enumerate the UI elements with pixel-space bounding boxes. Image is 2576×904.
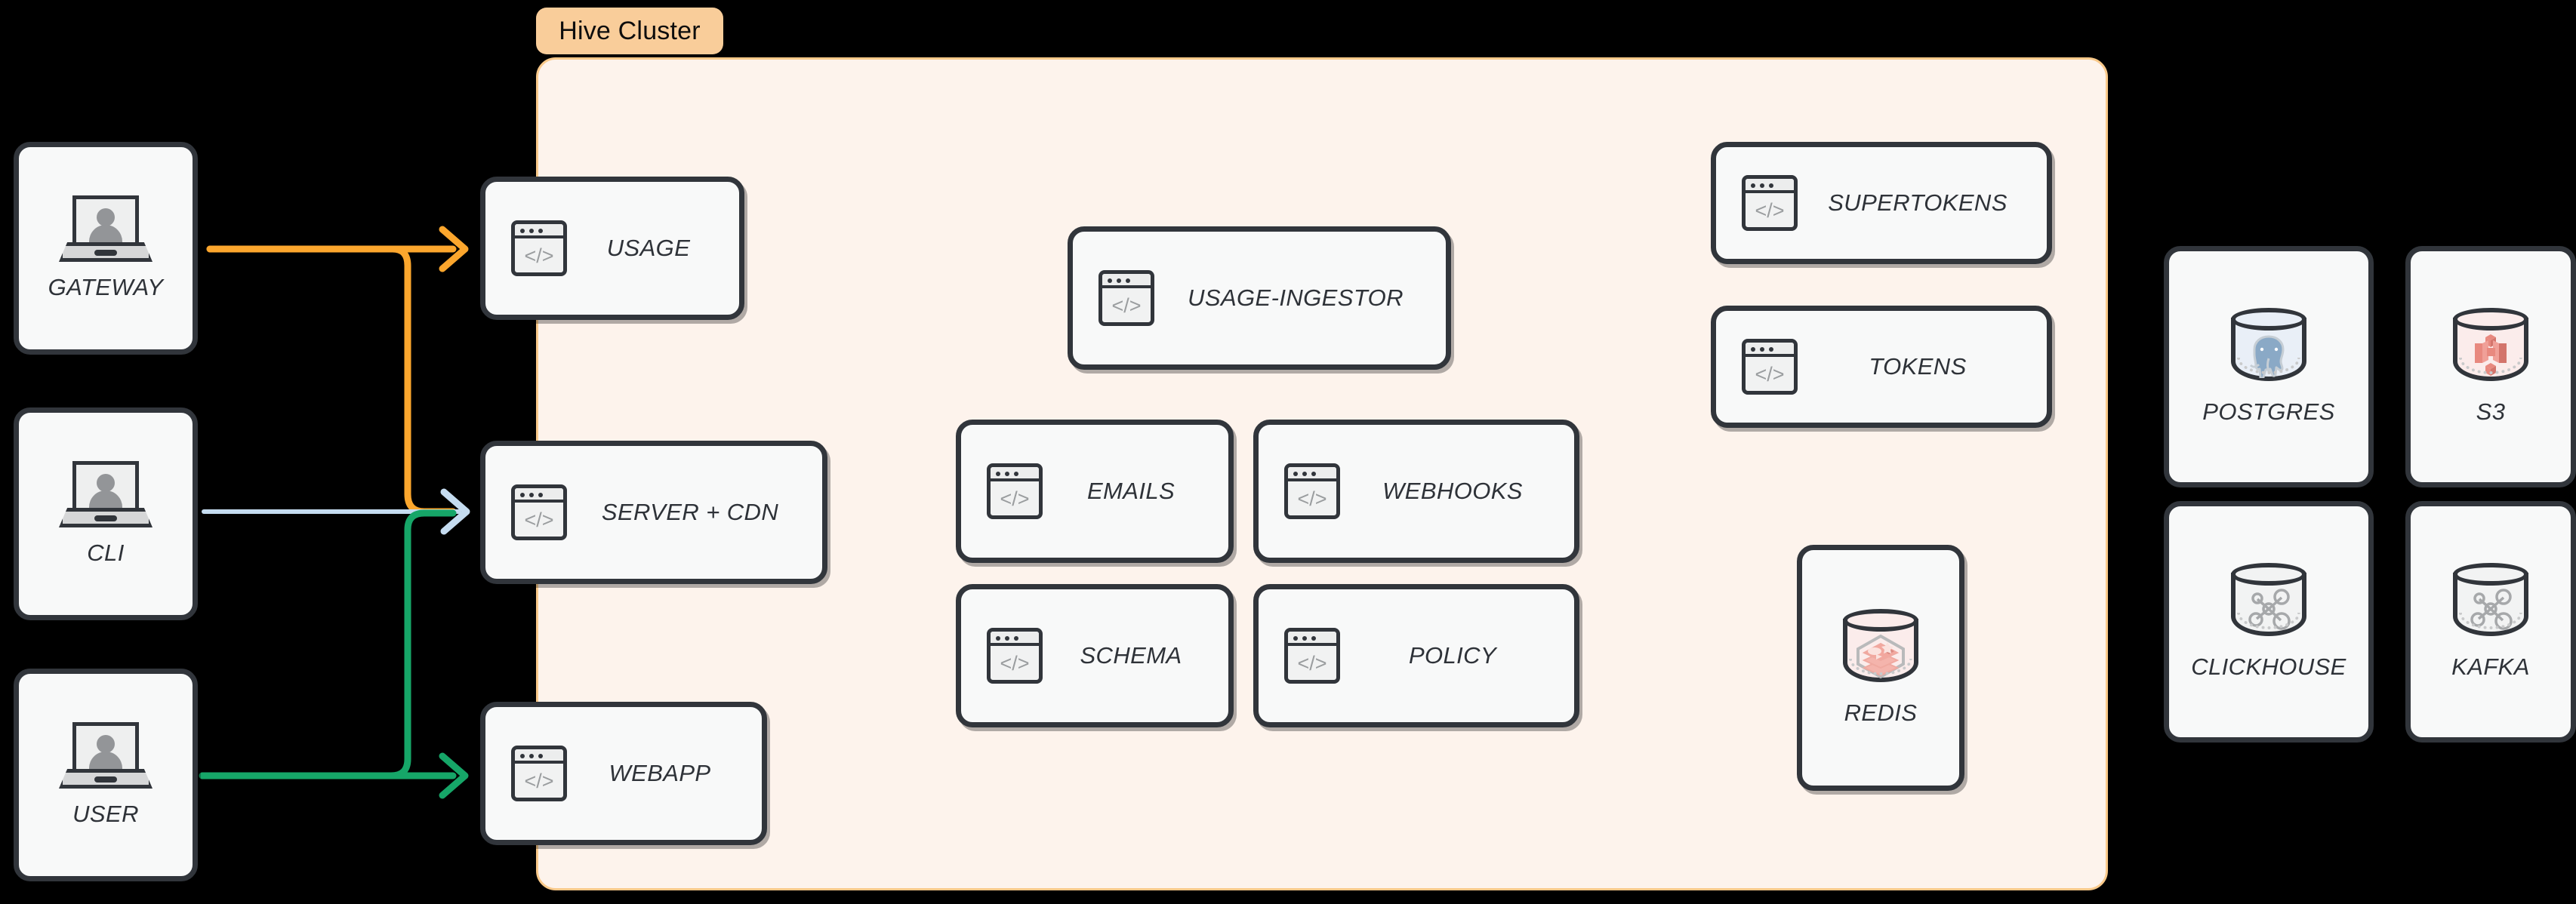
service-label-supertokens: SUPERTOKENS	[1828, 189, 2007, 216]
service-label-usage-ingestor: USAGE-INGESTOR	[1188, 284, 1404, 311]
code-window-glyph: </>	[1000, 487, 1030, 510]
client-card-cli[interactable]: CLI	[14, 407, 198, 620]
store-label-redis: REDIS	[1844, 700, 1918, 726]
client-label-gateway: GATEWAY	[48, 274, 164, 300]
client-label-user: USER	[72, 801, 139, 827]
arrowhead-gateway-usage	[439, 226, 469, 272]
service-card-supertokens[interactable]: </> SUPERTOKENS	[1711, 142, 2052, 264]
store-label-kafka: KAFKA	[2451, 653, 2530, 680]
code-window-glyph: </>	[1755, 199, 1785, 222]
code-window-icon: </>	[511, 746, 567, 801]
service-card-webhooks[interactable]: </> WEBHOOKS	[1253, 420, 1579, 563]
code-window-icon: </>	[987, 628, 1043, 684]
code-window-icon: </>	[511, 220, 567, 276]
code-window-icon: </>	[1742, 175, 1798, 231]
code-window-icon: </>	[987, 463, 1043, 519]
store-label-postgres: POSTGRES	[2202, 398, 2335, 425]
client-label-cli: CLI	[87, 540, 125, 566]
store-label-clickhouse: CLICKHOUSE	[2191, 653, 2346, 680]
store-card-postgres[interactable]: POSTGRES	[2164, 246, 2374, 487]
code-window-glyph: </>	[1755, 363, 1785, 386]
redis-logo-icon	[1840, 626, 1921, 687]
code-window-glyph: </>	[524, 244, 554, 267]
kafka-cylinder-icon	[2450, 563, 2531, 641]
code-window-icon: </>	[1284, 463, 1340, 519]
service-label-webhooks: WEBHOOKS	[1382, 478, 1523, 504]
code-window-glyph: </>	[1297, 487, 1327, 510]
service-card-usage-ingestor[interactable]: </> USAGE-INGESTOR	[1068, 226, 1451, 370]
code-window-icon: </>	[1284, 628, 1340, 684]
code-window-icon: </>	[1098, 270, 1154, 326]
service-label-server-cdn: SERVER + CDN	[601, 499, 779, 525]
code-window-glyph: </>	[1111, 294, 1142, 317]
client-card-user[interactable]: USER	[14, 669, 198, 881]
service-label-tokens: TOKENS	[1869, 353, 1967, 380]
service-label-webapp: WEBAPP	[609, 760, 711, 786]
service-label-usage: USAGE	[606, 235, 691, 261]
service-card-tokens[interactable]: </> TOKENS	[1711, 306, 2052, 428]
store-card-s3[interactable]: S3	[2405, 246, 2576, 487]
service-label-policy: POLICY	[1408, 642, 1497, 669]
laptop-user-icon	[59, 195, 153, 262]
laptop-user-icon	[59, 461, 153, 527]
postgres-cylinder-icon	[2228, 308, 2309, 386]
connector-user	[199, 509, 457, 779]
hive-cluster-badge-label: Hive Cluster	[559, 16, 701, 45]
connector-gateway	[206, 245, 457, 515]
service-card-schema[interactable]: </> SCHEMA	[956, 584, 1234, 727]
arrowhead-cli-server	[440, 488, 470, 535]
code-window-glyph: </>	[524, 770, 554, 792]
s3-blocks-icon	[2450, 324, 2531, 386]
hive-cluster-badge: Hive Cluster	[536, 8, 723, 54]
service-card-policy[interactable]: </> POLICY	[1253, 584, 1579, 727]
code-window-glyph: </>	[1297, 652, 1327, 675]
store-card-redis[interactable]: REDIS	[1797, 545, 1964, 791]
code-window-glyph: </>	[1000, 652, 1030, 675]
code-window-glyph: </>	[524, 509, 554, 531]
service-card-server-cdn[interactable]: </> SERVER + CDN	[480, 441, 827, 584]
client-card-gateway[interactable]: GATEWAY	[14, 142, 198, 355]
code-window-icon: </>	[1742, 339, 1798, 395]
clickhouse-cylinder-icon	[2228, 563, 2309, 641]
service-card-usage[interactable]: </> USAGE	[480, 177, 744, 320]
service-card-webapp[interactable]: </> WEBAPP	[480, 702, 767, 845]
s3-cylinder-icon	[2450, 308, 2531, 386]
store-card-clickhouse[interactable]: CLICKHOUSE	[2164, 501, 2374, 743]
service-card-emails[interactable]: </> EMAILS	[956, 420, 1234, 563]
redis-cylinder-icon	[1840, 609, 1921, 687]
node-graph-icon	[2228, 580, 2309, 641]
store-card-kafka[interactable]: KAFKA	[2405, 501, 2576, 743]
service-label-emails: EMAILS	[1086, 478, 1176, 504]
code-window-icon: </>	[511, 484, 567, 540]
node-graph-icon	[2450, 580, 2531, 641]
postgres-elephant-icon	[2228, 324, 2309, 386]
arrowhead-user-webapp	[439, 752, 469, 799]
laptop-user-icon	[59, 722, 153, 789]
service-label-schema: SCHEMA	[1080, 642, 1182, 669]
store-label-s3: S3	[2476, 398, 2506, 425]
